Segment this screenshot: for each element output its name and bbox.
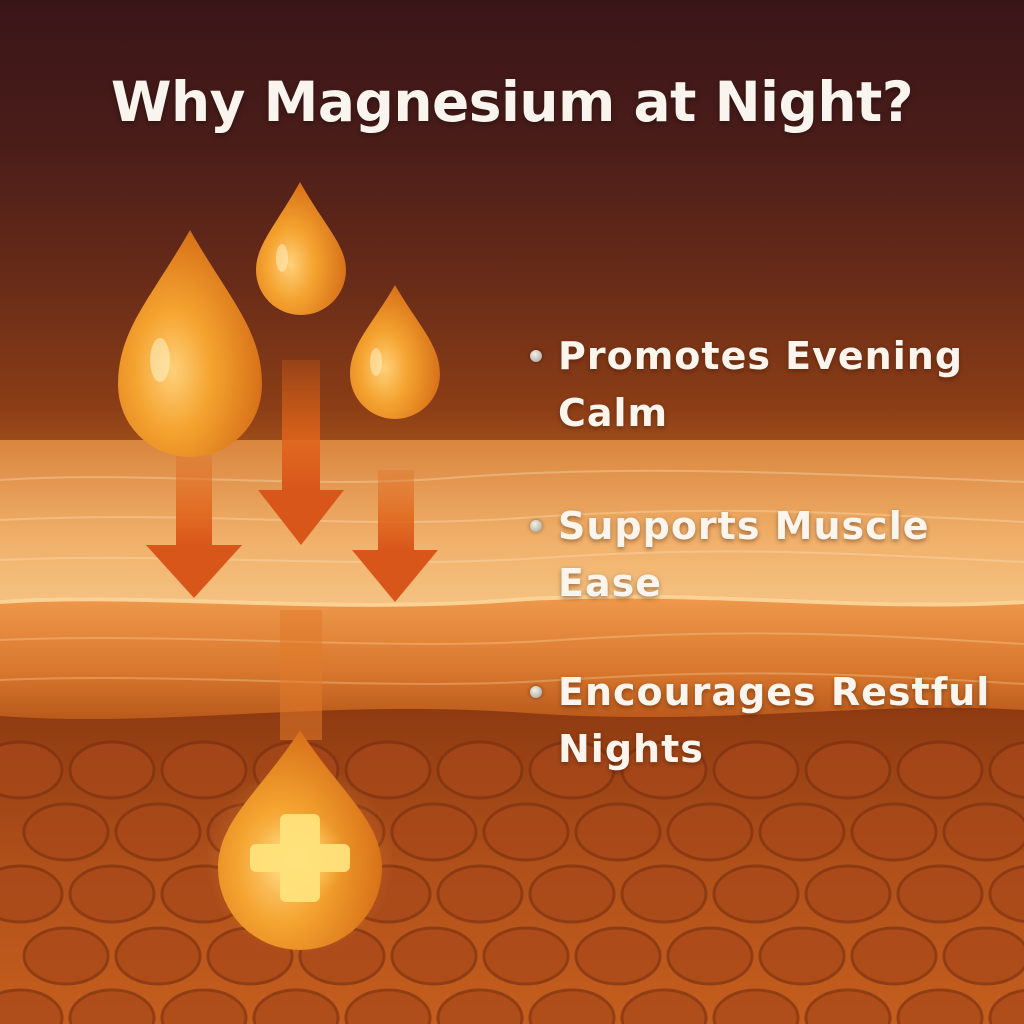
skin-cell xyxy=(68,988,156,1024)
skin-cell xyxy=(436,740,524,800)
skin-cell xyxy=(804,864,892,924)
bullet-icon xyxy=(530,520,542,532)
skin-cell xyxy=(22,926,110,986)
skin-cell xyxy=(988,865,1024,923)
skin-cell xyxy=(0,988,64,1024)
arrow-down-icon xyxy=(258,360,344,545)
skin-cell xyxy=(0,740,64,800)
skin-cell xyxy=(390,802,478,862)
skin-cell xyxy=(574,802,662,862)
skin-cell xyxy=(942,802,1024,862)
skin-cell xyxy=(574,926,662,986)
skin-cell xyxy=(896,988,984,1024)
skin-cell xyxy=(988,989,1024,1024)
absorption-channel xyxy=(280,610,322,740)
skin-cell xyxy=(482,926,570,986)
skin-cell xyxy=(620,988,708,1024)
skin-cell xyxy=(896,740,984,800)
benefit-text: Promotes Evening Calm xyxy=(558,334,964,435)
benefit-text: Encourages Restful Nights xyxy=(558,670,991,771)
skin-cell xyxy=(344,988,432,1024)
skin-cell xyxy=(160,988,248,1024)
skin-cell xyxy=(712,988,800,1024)
skin-cell xyxy=(390,926,478,986)
benefit-item: Supports Muscle Ease xyxy=(530,498,1000,612)
skin-cell xyxy=(528,864,616,924)
plus-icon xyxy=(250,814,350,902)
skin-cell xyxy=(0,864,64,924)
skin-cell xyxy=(942,926,1024,986)
skin-cell xyxy=(68,864,156,924)
skin-cell xyxy=(850,926,938,986)
arrow-down-icon xyxy=(352,470,438,602)
skin-cell xyxy=(804,740,892,800)
skin-cell xyxy=(114,926,202,986)
bullet-icon xyxy=(530,350,542,362)
skin-cell xyxy=(620,740,708,800)
skin-cell xyxy=(528,988,616,1024)
dermis-layer xyxy=(0,594,1024,720)
droplet-icon xyxy=(256,182,346,315)
skin-cell xyxy=(988,741,1024,799)
benefit-item: Encourages Restful Nights xyxy=(530,664,1000,778)
droplet-icon xyxy=(118,230,262,457)
skin-cell xyxy=(436,988,524,1024)
skin-cell xyxy=(344,740,432,800)
skin-cell xyxy=(666,802,754,862)
skin-cell xyxy=(712,740,800,800)
skin-cell xyxy=(850,802,938,862)
skin-cell xyxy=(528,740,616,800)
skin-cell xyxy=(68,740,156,800)
skin-cell xyxy=(22,802,110,862)
droplet-icon xyxy=(350,285,440,419)
benefit-item: Promotes Evening Calm xyxy=(530,328,1000,442)
skin-cell xyxy=(252,988,340,1024)
skin-cell xyxy=(482,802,570,862)
skin-cell xyxy=(160,740,248,800)
benefit-text: Supports Muscle Ease xyxy=(558,504,930,605)
skin-cell xyxy=(712,864,800,924)
skin-cell xyxy=(436,864,524,924)
bullet-icon xyxy=(530,686,542,698)
skin-cell xyxy=(114,802,202,862)
arrow-down-icon xyxy=(146,455,242,598)
skin-cell xyxy=(758,926,846,986)
page-title: Why Magnesium at Night? xyxy=(110,70,914,134)
skin-cell xyxy=(896,864,984,924)
skin-cell xyxy=(666,926,754,986)
skin-cell xyxy=(804,988,892,1024)
skin-cell xyxy=(758,802,846,862)
skin-cell xyxy=(620,864,708,924)
